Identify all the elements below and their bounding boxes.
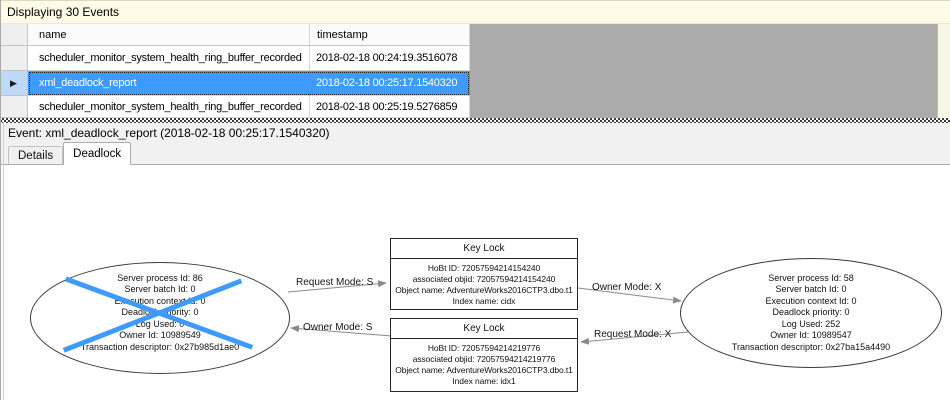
column-header-name[interactable]: name [28, 24, 310, 46]
events-count-text: Displaying 30 Events [7, 5, 120, 19]
edge-label-request-mode-s: Request Mode: S [296, 277, 374, 288]
lock-bottom-text: HoBt ID: 72057594214219776 associated ob… [391, 339, 577, 387]
victim-line: Transaction descriptor: 0x27b985d1ae0 [80, 341, 240, 352]
cell-timestamp[interactable]: 2018-02-18 00:25:19.5276859 [310, 96, 470, 118]
edge-label-owner-mode-x: Owner Mode: X [592, 282, 662, 293]
event-summary-text: Event: xml_deadlock_report (2018-02-18 0… [8, 125, 330, 140]
lock-line: Index name: idx1 [452, 376, 516, 386]
edge-owner-s-arrow [290, 325, 393, 337]
process-line: Transaction descriptor: 0x27ba15a4490 [731, 341, 891, 352]
cell-name[interactable]: xml_deadlock_report [28, 71, 310, 96]
lock-line: Index name: cidx [452, 296, 516, 306]
deadlock-graph-pane: Request Mode: S Owner Mode: S Owner Mode… [0, 165, 950, 400]
cell-timestamp[interactable]: 2018-02-18 00:25:17.1540320 [310, 71, 470, 96]
splitter-handle[interactable] [0, 118, 950, 123]
column-header-timestamp[interactable]: timestamp [310, 24, 470, 46]
row-selector-cell[interactable] [0, 46, 28, 71]
edge-request-x-arrow [580, 331, 689, 345]
edge-owner-x-arrow [577, 287, 682, 304]
process-line: Server batch Id: 0 [775, 284, 847, 295]
events-grid: name timestamp scheduler_monitor_system_… [0, 24, 950, 118]
row-cells[interactable]: scheduler_monitor_system_health_ring_buf… [28, 46, 470, 71]
tab-details[interactable]: Details [8, 146, 64, 164]
process-line: Owner Id: 10989547 [770, 330, 852, 341]
lock-line: HoBt ID: 72057594214154240 [427, 263, 541, 273]
panel-inner-left-border [3, 122, 4, 400]
process-line: Deadlock priority: 0 [772, 307, 850, 318]
panel-left-border [0, 0, 1, 400]
tab-deadlock[interactable]: Deadlock [63, 142, 132, 165]
cell-name[interactable]: scheduler_monitor_system_health_ring_buf… [28, 96, 310, 118]
lock-node-top[interactable]: Key Lock HoBt ID: 72057594214154240 asso… [390, 238, 578, 310]
row-cells[interactable]: xml_deadlock_report 2018-02-18 00:25:17.… [28, 71, 470, 96]
lock-bottom-title: Key Lock [391, 319, 577, 339]
victim-line: Log Used: 0 [135, 318, 185, 329]
process-node-right[interactable]: Server process Id: 58 Server batch Id: 0… [680, 258, 942, 368]
row-selector-cell[interactable] [0, 96, 28, 118]
tab-strip: Details Deadlock [0, 142, 950, 165]
grid-corner-cell[interactable] [0, 24, 28, 46]
lock-line: Object name: AdventureWorks2016CTP3.dbo.… [395, 365, 573, 375]
lock-top-text: HoBt ID: 72057594214154240 associated ob… [391, 259, 577, 307]
process-right-text: Server process Id: 58 Server batch Id: 0… [681, 259, 941, 367]
edge-request-s-arrow [287, 280, 387, 293]
cell-name[interactable]: scheduler_monitor_system_health_ring_buf… [28, 46, 310, 71]
process-node-victim[interactable]: Server process Id: 86 Server batch Id: 0… [30, 262, 290, 374]
victim-line: Owner Id: 10989549 [119, 330, 201, 341]
grid-header-row: name timestamp [0, 24, 950, 46]
table-row-selected[interactable]: ▶ xml_deadlock_report 2018-02-18 00:25:1… [0, 71, 950, 96]
cell-timestamp[interactable]: 2018-02-18 00:24:19.3516078 [310, 46, 470, 71]
victim-line: Execution context Id: 0 [114, 295, 206, 306]
victim-line: Server process Id: 86 [117, 273, 203, 284]
victim-line: Server batch Id: 0 [124, 284, 196, 295]
process-line: Log Used: 252 [781, 318, 841, 329]
table-row[interactable]: scheduler_monitor_system_health_ring_buf… [0, 96, 950, 118]
lock-node-bottom[interactable]: Key Lock HoBt ID: 72057594214219776 asso… [390, 318, 578, 392]
event-summary-bar: Event: xml_deadlock_report (2018-02-18 0… [0, 123, 950, 142]
lock-line: associated objid: 72057594214154240 [412, 274, 556, 284]
lock-line: Object name: AdventureWorks2016CTP3.dbo.… [395, 285, 573, 295]
panel-right-edge [937, 24, 950, 118]
process-line: Execution context Id: 0 [765, 295, 857, 306]
row-cells[interactable]: scheduler_monitor_system_health_ring_buf… [28, 96, 470, 118]
lock-line: HoBt ID: 72057594214219776 [427, 343, 541, 353]
row-selector-cell[interactable]: ▶ [0, 71, 28, 96]
lock-top-title: Key Lock [391, 239, 577, 259]
events-count-bar: Displaying 30 Events [0, 0, 950, 24]
table-row[interactable]: scheduler_monitor_system_health_ring_buf… [0, 46, 950, 71]
deadlock-edges-layer [287, 280, 689, 345]
victim-x-icon [62, 276, 254, 353]
edge-label-request-mode-x: Request Mode: X [594, 329, 672, 340]
lock-line: associated objid: 72057594214219776 [412, 354, 556, 364]
current-row-indicator-icon: ▶ [10, 77, 17, 88]
process-line: Server process Id: 58 [768, 273, 854, 284]
edge-label-owner-mode-s: Owner Mode: S [303, 322, 373, 333]
